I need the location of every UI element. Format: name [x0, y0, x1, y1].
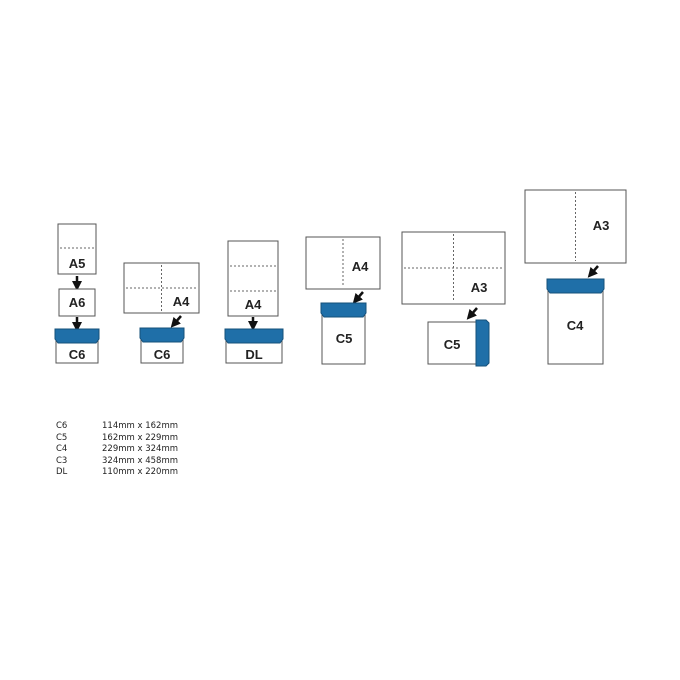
legend-code: C6 [56, 421, 68, 431]
group-a3-c5: A3 C5 [401, 231, 506, 367]
legend-row: C4 229mm x 324mm [56, 444, 178, 456]
group-a4-c6: A4 C6 [123, 262, 200, 364]
envelope-label-c6: C6 [69, 347, 86, 362]
legend-size: 162mm x 229mm [102, 432, 179, 443]
envelope-flap [546, 278, 605, 294]
legend-size: 324mm x 458mm [102, 455, 179, 466]
group-a5-a6-c6: A5 A6 C6 [54, 223, 100, 364]
legend-size: 114mm x 162mm [102, 421, 179, 431]
sheet-label-a5: A5 [69, 256, 86, 271]
legend-row: C5 162mm x 229mm [56, 433, 178, 445]
size-legend: C6 114mm x 162mm C5 162mm x 229mm C4 229… [56, 421, 178, 479]
legend-code: C3 [56, 455, 68, 466]
sheet-label-a3: A3 [593, 218, 610, 233]
legend-size: 229mm x 324mm [102, 444, 179, 454]
group-a4-c5: A4 C5 [305, 236, 381, 365]
envelope-label-c4: C4 [567, 318, 584, 333]
sheet-label-a4: A4 [352, 259, 369, 274]
envelope-flap [54, 328, 100, 344]
sheet-a5 [57, 223, 97, 275]
legend-row: DL 110mm x 220mm [56, 467, 178, 479]
group-a3-c4: A3 C4 [524, 189, 627, 365]
sheet-label-a6: A6 [69, 295, 86, 310]
arrow-diagonal [352, 291, 364, 304]
envelope-c4 [547, 280, 604, 365]
legend-code: C4 [56, 444, 68, 454]
arrow-diagonal [170, 315, 182, 328]
legend-row: C3 324mm x 458mm [56, 456, 178, 468]
legend-code: C5 [56, 432, 68, 443]
sheet-a6 [58, 288, 96, 317]
sheet-label-a4: A4 [173, 294, 190, 309]
arrow-diagonal [587, 265, 599, 278]
sheet-label-a4: A4 [245, 297, 262, 312]
envelope-label-dl: DL [245, 347, 262, 362]
sheet-a4 [227, 240, 279, 317]
arrow-diagonal [466, 307, 478, 320]
sheet-label-a3: A3 [471, 280, 488, 295]
envelope-flap [320, 302, 367, 318]
sheet-a3 [524, 189, 627, 264]
legend-row: C6 114mm x 162mm [56, 421, 178, 433]
envelope-label-c5: C5 [336, 331, 353, 346]
envelope-flap [224, 328, 284, 344]
legend-code: DL [56, 467, 68, 477]
envelope-flap [139, 327, 185, 343]
envelope-label-c5: C5 [444, 337, 461, 352]
legend-size: 110mm x 220mm [102, 467, 179, 477]
group-a4-dl: A4 DL [224, 240, 284, 364]
envelope-flap [475, 319, 490, 367]
envelope-label-c6: C6 [154, 347, 171, 362]
